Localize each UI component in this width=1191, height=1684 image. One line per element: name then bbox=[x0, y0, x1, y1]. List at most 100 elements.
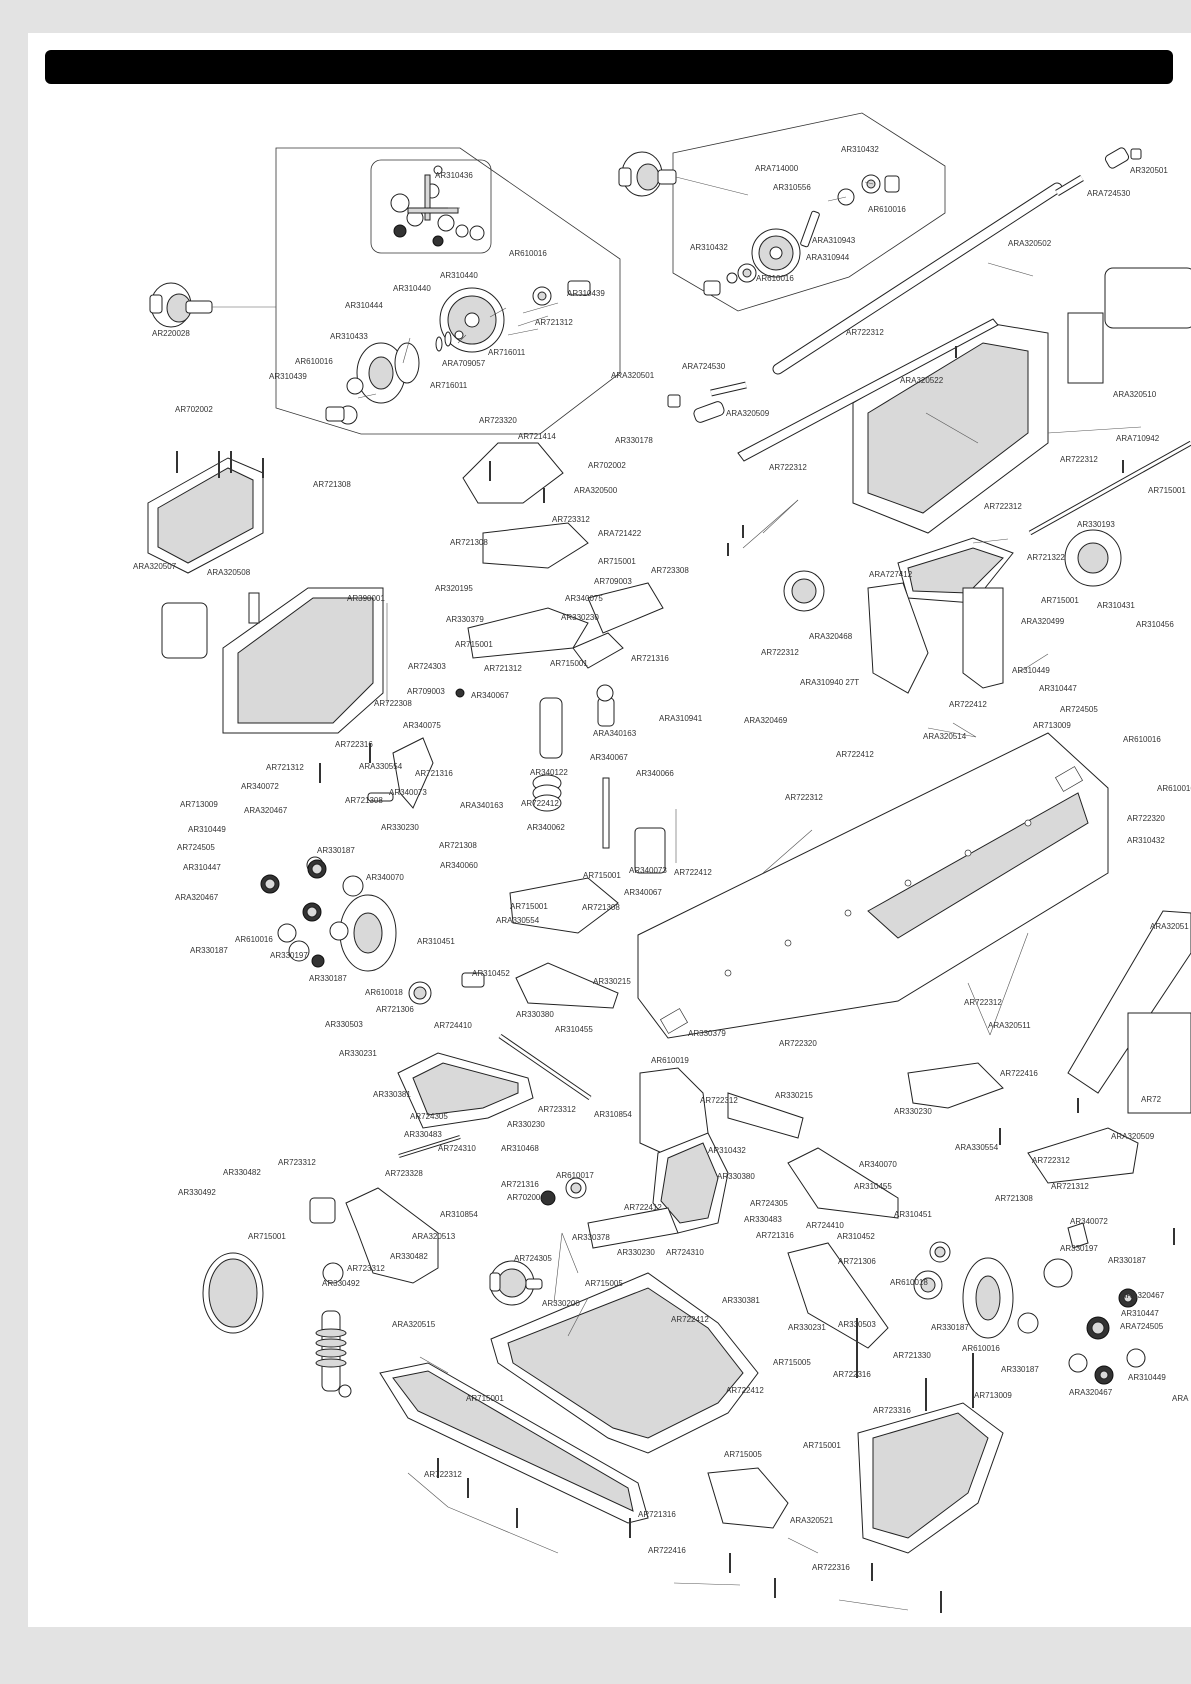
part-number-label: AR715005 bbox=[724, 1450, 762, 1459]
part-number-label: AR310433 bbox=[330, 332, 368, 341]
part-number-label: AR340073 bbox=[389, 788, 427, 797]
part-number-label: AR724305 bbox=[514, 1254, 552, 1263]
part-number-label: AR715001 bbox=[550, 659, 588, 668]
part-number-label: AR330230 bbox=[617, 1248, 655, 1257]
part-number-label: AR715005 bbox=[773, 1358, 811, 1367]
part-number-label: AR330187 bbox=[190, 946, 228, 955]
part-number-label: AR723312 bbox=[278, 1158, 316, 1167]
part-number-label: AR722312 bbox=[984, 502, 1022, 511]
part-number-label: AR310556 bbox=[773, 183, 811, 192]
part-number-label: AR310447 bbox=[1121, 1309, 1159, 1318]
part-number-label: AR310456 bbox=[1136, 620, 1174, 629]
front-arm-and-steering bbox=[397, 1033, 804, 1249]
part-number-label: AR721322 bbox=[1027, 553, 1065, 562]
part-number-label: AR330230 bbox=[507, 1120, 545, 1129]
part-number-label: AR722312 bbox=[700, 1096, 738, 1105]
part-number-label: AR340072 bbox=[1070, 1217, 1108, 1226]
part-number-label: AR723316 bbox=[873, 1406, 911, 1415]
part-number-label: ARA710942 bbox=[1116, 434, 1160, 443]
part-number-label: AR310432 bbox=[708, 1146, 746, 1155]
part-number-label: AR723312 bbox=[538, 1105, 576, 1114]
part-number-label: AR340075 bbox=[403, 721, 441, 730]
part-number-label: ARA320511 bbox=[988, 1021, 1031, 1030]
part-number-label: AR715001 bbox=[510, 902, 548, 911]
part-number-label: ARA330554 bbox=[359, 762, 403, 771]
front-left-hub-parts bbox=[260, 688, 485, 1005]
part-number-label: AR330231 bbox=[788, 1323, 826, 1332]
part-number-label: ARA320515 bbox=[392, 1320, 436, 1329]
part-number-label: AR310447 bbox=[1039, 684, 1077, 693]
part-number-label: AR330381 bbox=[373, 1090, 411, 1099]
part-number-label: AR330197 bbox=[270, 951, 308, 960]
part-number-label: AR330187 bbox=[1001, 1365, 1039, 1374]
part-number-label: AR722312 bbox=[1032, 1156, 1070, 1165]
part-number-label: AR330503 bbox=[325, 1020, 363, 1029]
part-number-label: AR330215 bbox=[593, 977, 631, 986]
part-number-label: AR610016 bbox=[756, 274, 794, 283]
part-number-label: AR715001 bbox=[1148, 486, 1186, 495]
main-chassis-plate bbox=[637, 732, 1109, 1039]
part-number-label: ARA320501 bbox=[611, 371, 655, 380]
part-number-label: AR723320 bbox=[479, 416, 517, 425]
part-number-label: AR709003 bbox=[594, 577, 632, 586]
part-number-label: AR715001 bbox=[803, 1441, 841, 1450]
part-number-label: AR330231 bbox=[339, 1049, 377, 1058]
part-number-label: AR330230 bbox=[894, 1107, 932, 1116]
part-number-label: AR724310 bbox=[438, 1144, 476, 1153]
part-number-label: AR330215 bbox=[775, 1091, 813, 1100]
part-number-label: AR721308 bbox=[439, 841, 477, 850]
part-number-label: AR722316 bbox=[335, 740, 373, 749]
part-number-label: AR715001 bbox=[455, 640, 493, 649]
rear-arm-right bbox=[1067, 910, 1191, 1114]
part-number-label: AR340070 bbox=[366, 873, 404, 882]
part-number-label: AR330187 bbox=[317, 846, 355, 855]
part-number-label: AR722412 bbox=[949, 700, 987, 709]
part-number-label: ARA320467 bbox=[175, 893, 219, 902]
part-number-label: AR330381 bbox=[722, 1296, 760, 1305]
spider-gear-parts bbox=[390, 165, 485, 247]
part-number-label: AR330482 bbox=[390, 1252, 428, 1261]
part-number-label: AR610016 bbox=[295, 357, 333, 366]
part-number-label: AR715005 bbox=[585, 1279, 623, 1288]
part-number-label: AR715001 bbox=[583, 871, 621, 880]
part-number-label: AR340075 bbox=[565, 594, 603, 603]
part-number-label: AR310439 bbox=[269, 372, 307, 381]
part-number-label: AR310452 bbox=[472, 969, 510, 978]
part-number-label: ARA330554 bbox=[955, 1143, 999, 1152]
part-number-label: AR610017 bbox=[556, 1171, 594, 1180]
part-number-label: AR330492 bbox=[178, 1188, 216, 1197]
differential-exploded-parts bbox=[325, 280, 591, 425]
part-number-label: AR702001 bbox=[507, 1193, 545, 1202]
part-number-label: AR330482 bbox=[223, 1168, 261, 1177]
part-number-label: AR610016 bbox=[1123, 735, 1161, 744]
part-number-label: AR721312 bbox=[535, 318, 573, 327]
part-number-label: AR722312 bbox=[761, 648, 799, 657]
part-number-label: AR715001 bbox=[598, 557, 636, 566]
part-number-label: AR713009 bbox=[180, 800, 218, 809]
part-number-label: ARA724530 bbox=[1087, 189, 1131, 198]
part-number-label: AR722316 bbox=[833, 1370, 871, 1379]
part-number-label: ARA310944 bbox=[806, 253, 850, 262]
part-number-label: AR722312 bbox=[785, 793, 823, 802]
part-number-label: AR721308 bbox=[345, 796, 383, 805]
part-number-label: AR330380 bbox=[516, 1010, 554, 1019]
part-number-label: ARA727412 bbox=[869, 570, 913, 579]
front-shock-tower-parts bbox=[392, 684, 677, 1009]
part-number-label: ARA310940 27T bbox=[800, 678, 859, 687]
part-number-label: AR724305 bbox=[750, 1199, 788, 1208]
part-number-label: AR724305 bbox=[410, 1112, 448, 1121]
part-number-label: AR340066 bbox=[636, 769, 674, 778]
part-number-label: AR722412 bbox=[521, 799, 559, 808]
part-number-label: AR310440 bbox=[440, 271, 478, 280]
part-number-label: ARA709057 bbox=[442, 359, 486, 368]
part-number-label: AR702002 bbox=[588, 461, 626, 470]
part-number-label: AR722308 bbox=[374, 699, 412, 708]
part-number-label: ARA724530 bbox=[682, 362, 726, 371]
part-number-label: AR722312 bbox=[769, 463, 807, 472]
part-number-label: AR330230 bbox=[381, 823, 419, 832]
part-number-label: ARA320509 bbox=[726, 409, 770, 418]
center-diff-mount bbox=[462, 440, 1191, 694]
screws-and-pins bbox=[176, 346, 1175, 1613]
part-number-label: AR722312 bbox=[846, 328, 884, 337]
part-number-label: AR340067 bbox=[624, 888, 662, 897]
